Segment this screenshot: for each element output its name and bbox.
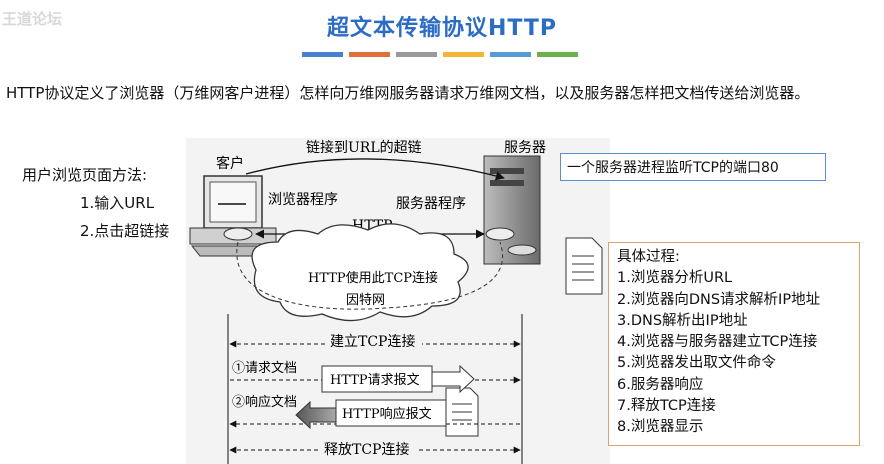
server-icon [483, 155, 541, 265]
underline-bar-3 [396, 52, 437, 57]
response-label: ②响应文档 [232, 394, 297, 410]
tcp-usage-label: HTTP使用此TCP连接 [308, 270, 438, 286]
underline-bar-1 [302, 52, 343, 57]
browser-label: 浏览器程序 [268, 192, 338, 208]
document-icon [565, 237, 603, 295]
request-message-label: HTTP请求报文 [330, 373, 420, 388]
underline-bar-2 [349, 52, 390, 57]
underline-bar-5 [490, 52, 531, 57]
server-program-label: 服务器程序 [396, 196, 466, 212]
step-item: 5.浏览器发出取文件命令 [617, 355, 776, 372]
slide-title: 超文本传输协议HTTP [326, 16, 558, 41]
response-block-arrow [295, 400, 337, 430]
methods-title: 用户浏览页面方法: [22, 166, 148, 184]
client-label: 客户 [216, 155, 244, 172]
establish-tcp-label: 建立TCP连接 [330, 333, 415, 350]
release-label-bg [320, 439, 416, 457]
method-item-link: 2.点击超链接 [80, 222, 170, 240]
establish-label-bg [326, 332, 422, 350]
internet-cloud [251, 223, 469, 322]
step-item: 2.浏览器向DNS请求解析IP地址 [617, 291, 821, 308]
step-item: 6.服务器响应 [617, 376, 704, 393]
client-computer-icon [189, 175, 280, 257]
step-item: 4.浏览器与服务器建立TCP连接 [617, 334, 818, 351]
steps-title: 具体过程: [617, 249, 680, 265]
release-tcp-label: 释放TCP连接 [324, 441, 409, 458]
response-message-box [335, 399, 447, 427]
underline-bar-6 [537, 52, 578, 57]
internet-label: 因特网 [346, 293, 385, 308]
step-item: 3.DNS解析出IP地址 [617, 312, 748, 329]
port-note: 一个服务器进程监听TCP的端口80 [560, 153, 826, 181]
http-diagram: 客户 服务器 链接到URL的超链 浏览器程序 服务器程序 HTTP HTTP使用… [186, 138, 610, 464]
server-label: 服务器 [504, 140, 546, 156]
request-label: ①请求文档 [232, 361, 297, 376]
process-steps-box: 具体过程: 1.浏览器分析URL 2.浏览器向DNS请求解析IP地址 3.DNS… [608, 242, 860, 446]
method-item-url: 1.输入URL [80, 194, 155, 212]
step-item: 7.释放TCP连接 [617, 398, 716, 415]
tcp-connection-path [236, 241, 503, 310]
step-item: 8.浏览器显示 [617, 419, 704, 436]
watermark: 王道论坛 [2, 10, 63, 28]
step-item: 1.浏览器分析URL [617, 270, 733, 287]
hyperlink-arrow [245, 158, 505, 181]
request-message-box [321, 365, 433, 393]
request-block-arrow [431, 364, 475, 394]
hyperlink-label: 链接到URL的超链 [306, 139, 422, 156]
intro-text: HTTP协议定义了浏览器（万维网客户进程）怎样向万维网服务器请求万维网文档，以及… [6, 84, 810, 102]
underline-bar-4 [443, 52, 484, 57]
response-message-label: HTTP响应报文 [342, 406, 432, 422]
response-document-icon [445, 387, 479, 437]
